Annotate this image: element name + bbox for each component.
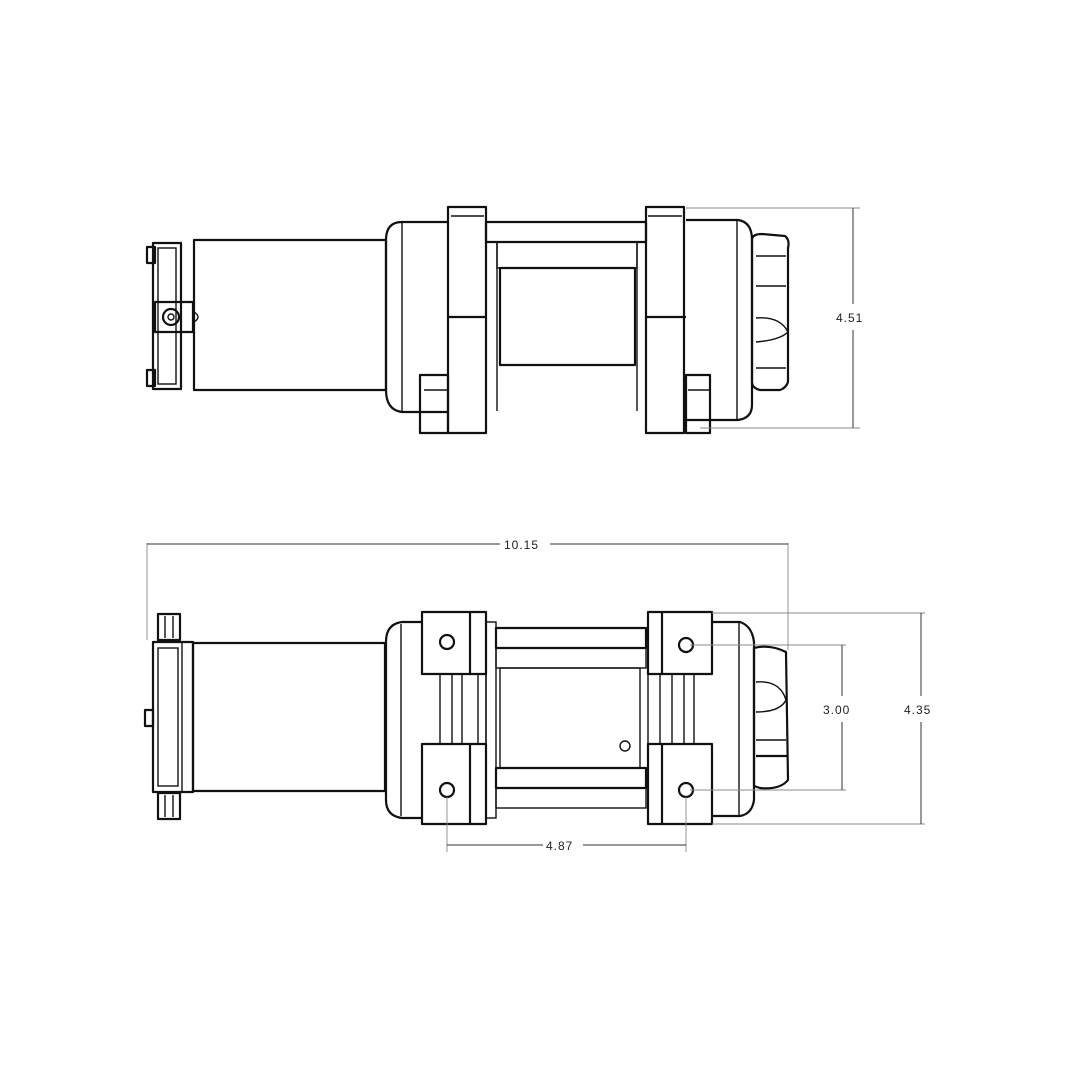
right-mount-bracket (646, 610, 714, 826)
drum (494, 626, 648, 809)
dimension-overall-length: 10.15 (146, 538, 789, 650)
dimension-overall-width: 4.35 (712, 612, 931, 825)
top-view: 10.15 (143, 538, 931, 853)
side-view: 4.51 (145, 205, 863, 435)
dimension-label: 4.35 (904, 703, 931, 717)
left-housing (384, 220, 448, 414)
left-tie-plate (418, 205, 488, 435)
mount-bolt-icon (438, 633, 456, 651)
left-housing (384, 620, 422, 820)
drum (484, 220, 648, 411)
clutch-knob (752, 645, 790, 790)
dimension-label: 10.15 (504, 538, 539, 552)
dimension-label: 3.00 (823, 703, 850, 717)
right-tie-plate (644, 205, 712, 435)
dimension-label: 4.87 (546, 839, 573, 853)
dimension-bolt-spacing-horizontal: 4.87 (446, 797, 687, 853)
dimension-label: 4.51 (836, 311, 863, 325)
terminal-bolt-icon (161, 307, 181, 327)
dimension-overall-height: 4.51 (686, 207, 863, 429)
left-mount-bracket (420, 610, 497, 826)
motor-end-cap (145, 241, 199, 391)
clutch-knob (750, 232, 790, 392)
dimension-bolt-spacing-vertical: 3.00 (690, 644, 850, 791)
